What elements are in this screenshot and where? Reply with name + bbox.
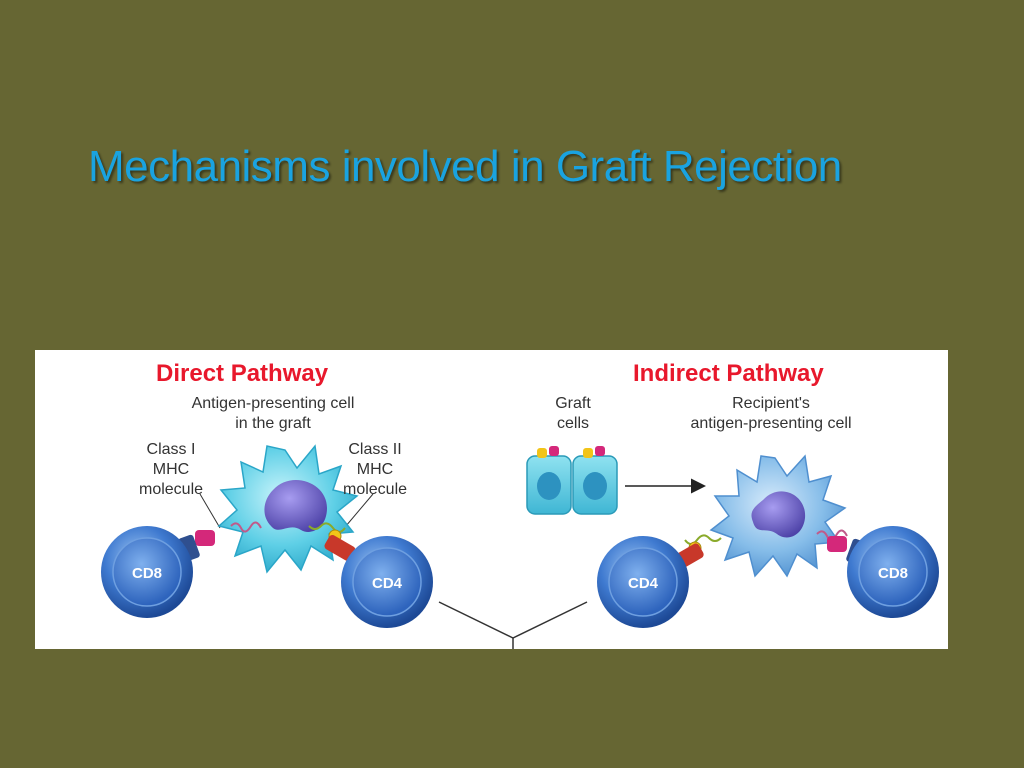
recipient-apc-cell (709, 454, 847, 578)
direct-cd8-t-cell: CD8 (101, 526, 193, 618)
convergence-lines (438, 601, 588, 649)
graft-cells-label: Graft cells (555, 395, 591, 432)
graft-apc-label: Antigen-presenting cell in the graft (191, 395, 355, 432)
direct-cd4-t-cell: CD4 (341, 536, 433, 628)
class1-leader-line (199, 493, 221, 529)
graft-apc-cell (217, 444, 359, 574)
indirect-cd8-t-cell: CD8 (847, 526, 939, 618)
direct-cd4-label: CD4 (372, 575, 403, 592)
direct-cd8-label: CD8 (132, 565, 162, 582)
class2-mhc-label: Class II MHC molecule (342, 441, 408, 498)
indirect-pathway-heading: Indirect Pathway (633, 360, 824, 387)
pathway-diagram: CD8 CD4 (35, 350, 948, 649)
direct-pathway-heading: Direct Pathway (156, 360, 329, 387)
class1-mhc-label: Class I MHC molecule (138, 441, 204, 498)
diagram-graphics: CD8 CD4 (101, 444, 939, 649)
indirect-cd4-label: CD4 (628, 575, 659, 592)
indirect-cd4-t-cell: CD4 (597, 536, 689, 628)
slide-title: Mechanisms involved in Graft Rejection (88, 142, 842, 191)
graft-cells (526, 446, 618, 515)
graft-apc-nucleus (264, 479, 327, 532)
recipient-apc-label: Recipient's antigen-presenting cell (690, 395, 852, 432)
recipient-apc-nucleus (751, 491, 806, 538)
class2-mhc-complex (308, 522, 356, 561)
indirect-cd8-label: CD8 (878, 565, 908, 582)
